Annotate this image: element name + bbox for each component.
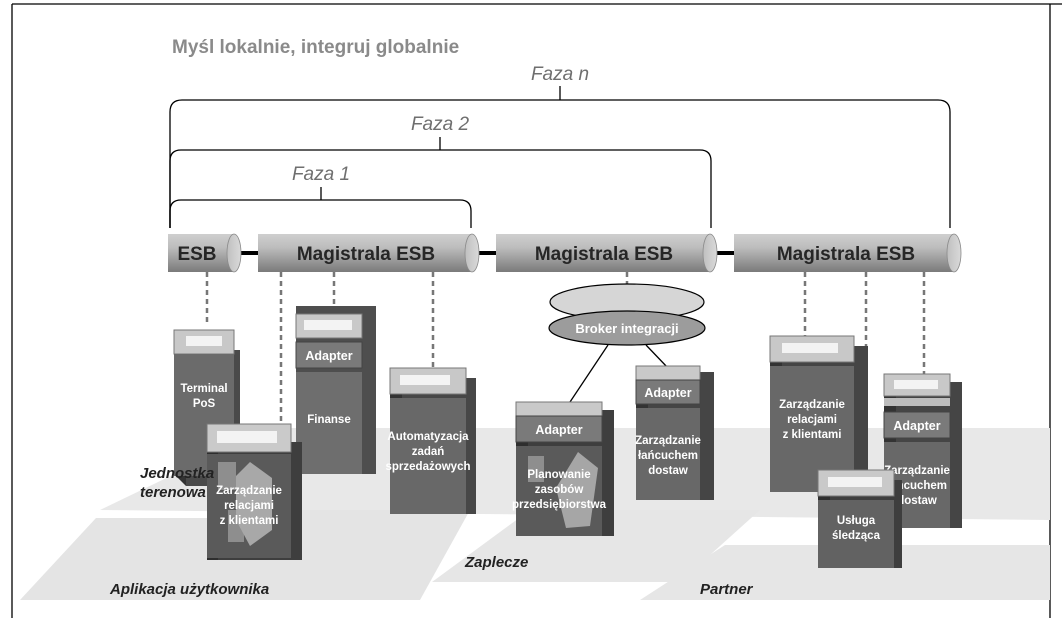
phase-n-bracket (169, 99, 951, 228)
esb-pipe-small: ESB (168, 233, 242, 273)
system-label: sprzedażowych (386, 461, 471, 473)
adapter-label: Adapter (305, 349, 352, 363)
phase-2-bracket (169, 149, 712, 228)
server-crm-partner: Zarządzanie relacjami z klientami (769, 335, 868, 492)
zone-label-partner: Partner (700, 581, 754, 598)
esb-label: Magistrala ESB (777, 244, 915, 265)
adapter-label: Adapter (644, 386, 691, 400)
zone-label-field: Jednostka (140, 465, 214, 482)
esb-label: Magistrala ESB (535, 244, 673, 265)
system-label: Terminal (180, 383, 227, 395)
server-erp: Adapter Planowanie zasobów przedsiębiors… (512, 401, 614, 536)
server-crm-field: Zarządzanie relacjami z klientami (206, 423, 302, 560)
esb-pipe-1: Magistrala ESB (258, 233, 480, 273)
system-label: zadań (412, 446, 445, 458)
adapter-label: Adapter (893, 419, 940, 433)
server-sales-automation: Automatyzacja zadań sprzedażowych (386, 367, 476, 514)
system-label: łańcuchem (638, 450, 698, 462)
adapter-label: Adapter (535, 423, 582, 437)
system-label: śledząca (832, 530, 881, 542)
system-label: Finanse (307, 414, 350, 426)
esb-label: ESB (177, 244, 216, 265)
system-label: Usługa (837, 515, 876, 527)
platform-back-office (432, 510, 760, 582)
system-label: Zarządzanie (779, 399, 845, 411)
zone-label-back-office: Zaplecze (464, 554, 528, 571)
system-label: dostaw (648, 465, 688, 477)
server-tracking: Usługa śledząca (817, 469, 902, 568)
platform-partner (640, 545, 1050, 600)
system-label: Automatyzacja (387, 431, 469, 443)
phase-n-label: Faza n (531, 64, 589, 85)
system-label: PoS (193, 398, 216, 410)
system-label: Zarządzanie (884, 465, 950, 477)
zone-label-user-app: Aplikacja użytkownika (109, 581, 269, 598)
broker-integracji: Broker integracji (548, 283, 706, 409)
broker-label: Broker integracji (575, 321, 678, 336)
esb-label: Magistrala ESB (297, 244, 435, 265)
esb-pipe-2: Magistrala ESB (496, 233, 718, 273)
system-label: Zarządzanie (216, 485, 282, 497)
platform-user-app (20, 518, 265, 600)
system-label: Zarządzanie (635, 435, 701, 447)
system-label: z klientami (220, 515, 279, 527)
server-scm-back: Adapter Zarządzanie łańcuchem dostaw (635, 365, 714, 500)
system-label: relacjami (787, 414, 837, 426)
diagram-title: Myśl lokalnie, integruj globalnie (172, 37, 459, 58)
phase-1-bracket (169, 199, 472, 228)
system-label: przedsiębiorstwa (512, 499, 607, 511)
phase-1-label: Faza 1 (292, 164, 350, 185)
system-label: z klientami (783, 429, 842, 441)
system-label: zasobów (535, 484, 584, 496)
system-label: Planowanie (527, 469, 590, 481)
system-label: dostaw (897, 495, 937, 507)
esb-pipe-3: Magistrala ESB (734, 233, 962, 273)
zone-label-field: terenowa (140, 484, 206, 501)
phase-2-label: Faza 2 (411, 114, 470, 135)
server-finanse: Adapter Finanse (295, 306, 376, 474)
system-label: relacjami (224, 500, 274, 512)
